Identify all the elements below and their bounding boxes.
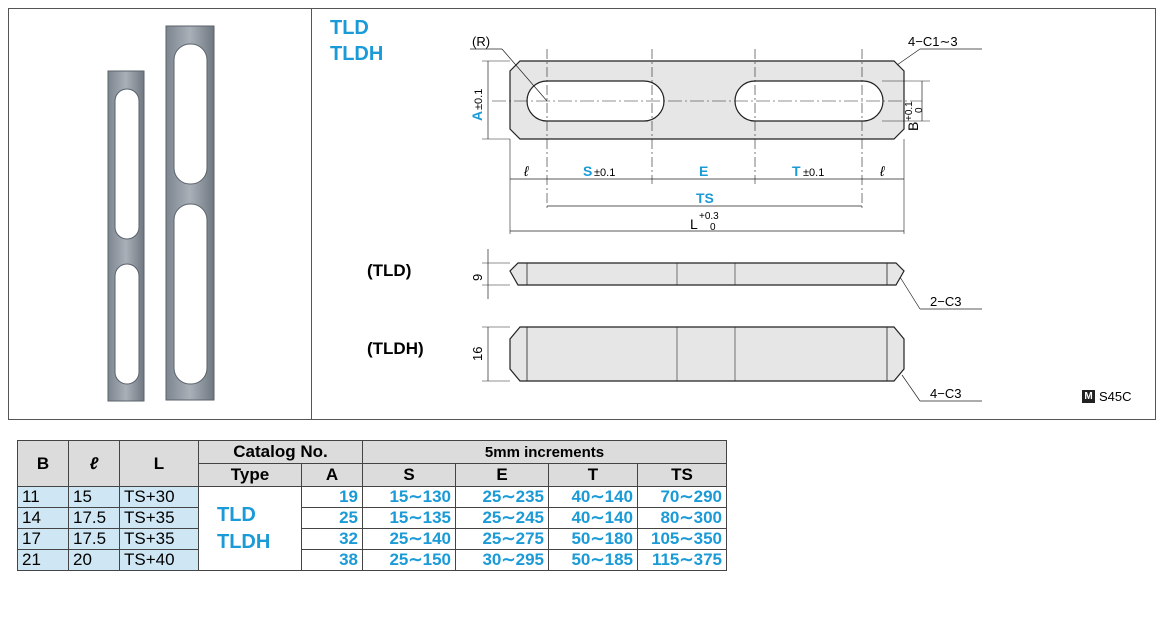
- cell-e: 25∼245: [455, 507, 549, 529]
- cell-t: 50∼185: [548, 549, 638, 571]
- cell-e: 25∼275: [455, 528, 549, 550]
- cell-e: 25∼235: [455, 486, 549, 508]
- cell-ts: 105∼350: [637, 528, 727, 550]
- col-header-ts: TS: [637, 463, 727, 487]
- tld-view-label: (TLD): [367, 261, 412, 280]
- r-label: (R): [472, 34, 490, 49]
- col-header-a: A: [301, 463, 363, 487]
- cell-l-small: 17.5: [68, 507, 120, 529]
- a-dim-tolerance: ±0.1: [473, 89, 485, 110]
- technical-drawing: TLD TLDH (R) 4−C1∼3 A ±0.1: [312, 9, 1155, 419]
- type-label-tldh: TLDH: [330, 43, 384, 65]
- table-row: 11 15 TS+30 TLD TLDH 19 15∼130 25∼235 40…: [17, 486, 727, 571]
- l-small-right: ℓ: [879, 163, 885, 179]
- tldh-chamfer-label: 4−C3: [930, 386, 961, 401]
- product-panel: TLD TLDH (R) 4−C1∼3 A ±0.1: [8, 8, 1156, 420]
- col-header-b: B: [17, 440, 69, 487]
- l-dim-tol-plus: +0.3: [699, 211, 719, 222]
- b-dim-tol-zero: 0: [914, 107, 925, 113]
- col-header-increments: 5mm increments: [362, 440, 727, 464]
- cell-l: TS+30: [119, 486, 199, 508]
- tld-thickness: 9: [470, 274, 485, 281]
- s-dim-label: S: [583, 163, 592, 179]
- cell-l: TS+35: [119, 528, 199, 550]
- type-value-tldh: TLDH: [217, 530, 271, 553]
- cell-t: 50∼180: [548, 528, 638, 550]
- cell-a: 19: [301, 486, 363, 508]
- l-dim-label: L: [690, 216, 698, 232]
- e-dim-label: E: [699, 163, 708, 179]
- t-dim-tolerance: ±0.1: [803, 167, 824, 179]
- type-value-tld: TLD: [217, 503, 256, 526]
- material-name: S45C: [1099, 389, 1132, 404]
- cell-l: TS+40: [119, 549, 199, 571]
- product-photo: [9, 9, 312, 419]
- cell-b: 11: [17, 486, 69, 508]
- cell-a: 32: [301, 528, 363, 550]
- material-spec: M S45C: [1082, 389, 1132, 404]
- cell-ts: 80∼300: [637, 507, 727, 529]
- table-row: 17 17.5 TS+35 32 25∼140 25∼275 50∼180 10…: [17, 528, 727, 550]
- cell-s: 25∼140: [362, 528, 456, 550]
- s-dim-tolerance: ±0.1: [594, 167, 615, 179]
- table-row: 21 20 TS+40 38 25∼150 30∼295 50∼185 115∼…: [17, 549, 727, 571]
- cell-l-small: 20: [68, 549, 120, 571]
- tld-chamfer-label: 2−C3: [930, 294, 961, 309]
- cell-b: 17: [17, 528, 69, 550]
- product-photo-image: [107, 25, 215, 402]
- tldh-view-label: (TLDH): [367, 339, 424, 358]
- cell-b: 14: [17, 507, 69, 529]
- cell-ts: 115∼375: [637, 549, 727, 571]
- material-icon: M: [1082, 390, 1095, 403]
- tldh-thickness: 16: [470, 347, 485, 361]
- b-dim-tol-plus: +0.1: [904, 101, 915, 121]
- ts-dim-label: TS: [696, 190, 714, 206]
- corner-chamfer-label: 4−C1∼3: [908, 34, 958, 49]
- t-dim-label: T: [792, 163, 801, 179]
- cell-t: 40∼140: [548, 507, 638, 529]
- cell-s: 15∼135: [362, 507, 456, 529]
- cell-s: 25∼150: [362, 549, 456, 571]
- table-row: 14 17.5 TS+35 25 15∼135 25∼245 40∼140 80…: [17, 507, 727, 529]
- cell-b: 21: [17, 549, 69, 571]
- l-small-left: ℓ: [523, 163, 529, 179]
- cell-ts: 70∼290: [637, 486, 727, 508]
- dimension-drawing: (R) 4−C1∼3 A ±0.1 B +0.1 0: [469, 34, 982, 402]
- col-header-l-small: ℓ: [68, 440, 120, 487]
- cell-e: 30∼295: [455, 549, 549, 571]
- cell-l-small: 15: [68, 486, 120, 508]
- l-dim-tol-zero: 0: [710, 222, 716, 233]
- cell-l: TS+35: [119, 507, 199, 529]
- col-header-type: Type: [198, 463, 302, 487]
- cell-a: 25: [301, 507, 363, 529]
- col-header-l: L: [119, 440, 199, 487]
- col-header-e: E: [455, 463, 549, 487]
- type-label-tld: TLD: [330, 17, 369, 39]
- a-dim-label: A: [469, 111, 485, 121]
- cell-s: 15∼130: [362, 486, 456, 508]
- col-header-catalog: Catalog No.: [198, 440, 363, 464]
- cell-a: 38: [301, 549, 363, 571]
- col-header-s: S: [362, 463, 456, 487]
- b-dim-label: B: [905, 122, 921, 131]
- cell-t: 40∼140: [548, 486, 638, 508]
- cell-l-small: 17.5: [68, 528, 120, 550]
- cell-type: TLD TLDH: [198, 486, 302, 571]
- spec-table: B ℓ L Catalog No. 5mm increments Type A …: [17, 440, 727, 571]
- col-header-t: T: [548, 463, 638, 487]
